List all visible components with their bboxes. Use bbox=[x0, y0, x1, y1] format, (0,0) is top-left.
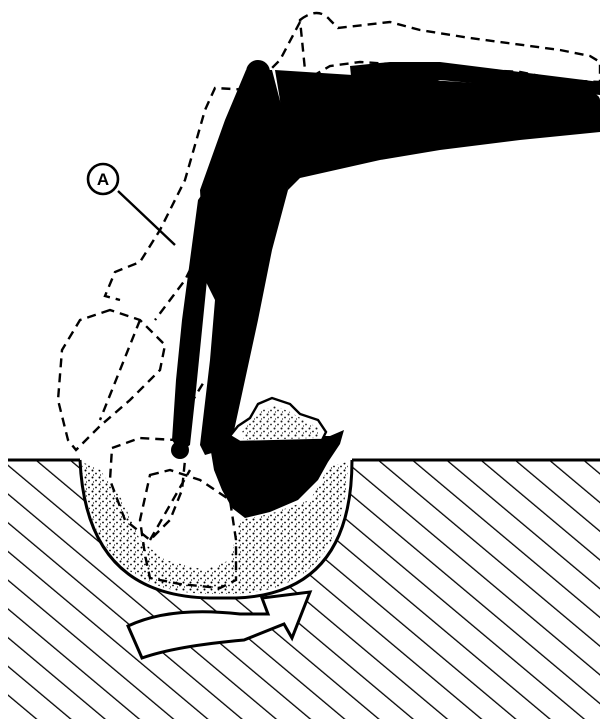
ghost-bucket-upper bbox=[58, 310, 165, 450]
callout-a: A bbox=[88, 164, 175, 245]
callout-a-label: A bbox=[97, 170, 109, 189]
excavator-arm bbox=[171, 60, 600, 518]
stick bbox=[200, 70, 288, 455]
boom-end-pin bbox=[564, 84, 592, 112]
bucket-pin bbox=[171, 441, 189, 459]
